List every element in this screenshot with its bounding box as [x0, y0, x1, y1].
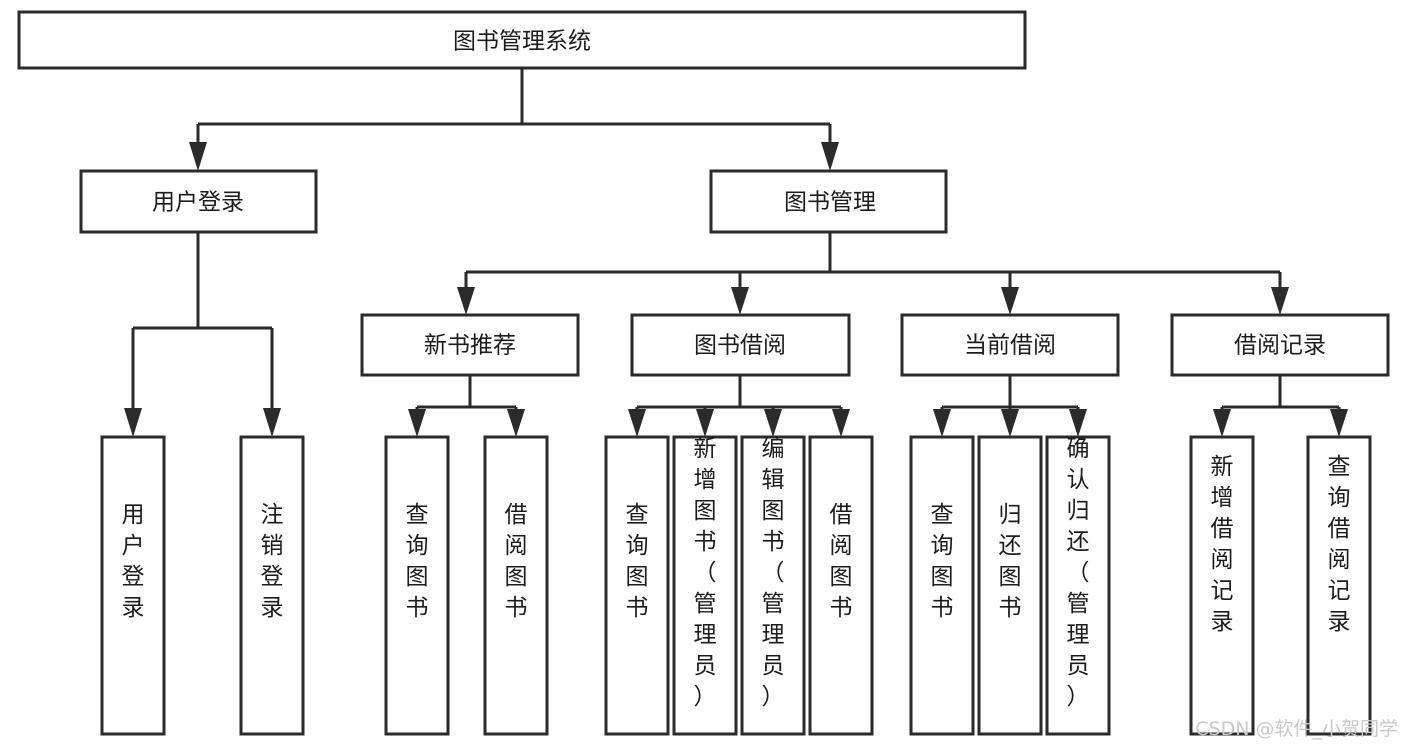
leaf-new-book-1-label: 借阅图书	[505, 502, 528, 621]
node-book-borrow[interactable]: 图书借阅	[630, 313, 851, 377]
connector-group-bookborrow	[628, 375, 850, 437]
leaf-borrow-record-1-label: 查询借阅记录	[1328, 454, 1351, 635]
leaf-current-borrow-0-label: 查询图书	[931, 502, 954, 621]
leaf-new-book-0-box[interactable]	[384, 435, 450, 736]
leaf-book-borrow-0-label: 查询图书	[626, 502, 649, 621]
node-book-borrow-box[interactable]	[630, 313, 851, 377]
node-current-borrow-label: 当前借阅	[964, 333, 1056, 359]
arrowhead-bookborrow	[731, 287, 749, 315]
arrowhead-currentborrow	[1001, 287, 1019, 315]
arrowhead-currentborrow-l1	[1001, 409, 1019, 437]
arrowhead-borrowrecord	[1271, 287, 1289, 315]
leaf-new-book-0[interactable]: 查询图书	[384, 435, 450, 736]
node-borrow-record-box[interactable]	[1170, 313, 1390, 377]
leaf-user-login-0[interactable]: 用户登录	[100, 435, 166, 736]
leaf-current-borrow-2-box[interactable]	[1045, 435, 1111, 736]
arrowhead-bookborrow-l1	[696, 409, 714, 437]
csdn-watermark: CSDN @软件_小贺同学	[1195, 718, 1398, 740]
leaf-user-login-0-label: 用户登录	[122, 502, 145, 621]
leaf-borrow-record-0-box[interactable]	[1189, 435, 1255, 736]
arrowhead-borrowrecord-l1	[1330, 409, 1348, 437]
arrowhead-userlogin-leaf1	[263, 408, 281, 437]
arrowhead-bookborrow-l0	[628, 409, 646, 437]
arrowhead-currentborrow-l2	[1069, 409, 1087, 437]
leaf-book-borrow-2-box[interactable]	[740, 435, 806, 736]
leaf-book-borrow-3-box[interactable]	[808, 435, 874, 736]
leaf-borrow-record-0-label: 新增借阅记录	[1211, 454, 1234, 635]
leaf-book-borrow-2-label: 编辑图书（管理员）	[762, 436, 785, 710]
connector-group-currentborrow	[933, 375, 1087, 437]
node-current-borrow[interactable]: 当前借阅	[900, 313, 1120, 377]
connector-group-borrowrecord	[1213, 375, 1348, 437]
leaf-borrow-record-1[interactable]: 查询借阅记录	[1306, 435, 1372, 736]
leaf-current-borrow-1-box[interactable]	[977, 435, 1043, 736]
leaf-book-borrow-3-label: 借阅图书	[830, 502, 853, 621]
arrowhead-bookborrow-l2	[764, 409, 782, 437]
node-book-management[interactable]: 图书管理	[709, 169, 948, 234]
node-borrow-record-label: 借阅记录	[1234, 333, 1326, 359]
leaf-book-borrow-1-label: 新增图书（管理员）	[694, 436, 717, 710]
arrowhead-userlogin	[189, 142, 207, 171]
leaf-current-borrow-2[interactable]: 确认归还（管理员）	[1045, 435, 1111, 736]
leaf-new-book-0-label: 查询图书	[406, 502, 429, 621]
node-book-management-box[interactable]	[709, 169, 948, 234]
leaf-book-borrow-1[interactable]: 新增图书（管理员）	[672, 435, 738, 736]
leaf-new-book-1-box[interactable]	[483, 435, 549, 736]
leaf-book-borrow-3[interactable]: 借阅图书	[808, 435, 874, 736]
node-user-login-label: 用户登录	[152, 190, 244, 216]
node-new-book-recommend-box[interactable]	[360, 313, 580, 377]
leaf-user-login-1[interactable]: 注销登录	[239, 435, 305, 736]
node-borrow-record[interactable]: 借阅记录	[1170, 313, 1390, 377]
leaf-current-borrow-1[interactable]: 归还图书	[977, 435, 1043, 736]
leaf-book-borrow-0[interactable]: 查询图书	[604, 435, 670, 736]
leaf-borrow-record-1-box[interactable]	[1306, 435, 1372, 736]
node-current-borrow-box[interactable]	[900, 313, 1120, 377]
leaf-current-borrow-2-label: 确认归还（管理员）	[1067, 436, 1090, 710]
leaf-user-login-1-label: 注销登录	[261, 502, 284, 621]
leaf-new-book-1[interactable]: 借阅图书	[483, 435, 549, 736]
leaf-current-borrow-1-label: 归还图书	[999, 502, 1022, 621]
arrowhead-newbook-l0	[408, 409, 426, 437]
node-user-login[interactable]: 用户登录	[79, 169, 318, 234]
connector-group-userlogin	[124, 232, 281, 437]
arrowhead-currentborrow-l0	[933, 409, 951, 437]
arrowhead-newbook-l1	[507, 409, 525, 437]
arrowhead-userlogin-leaf0	[124, 408, 142, 437]
connector-group-bookmgmt	[457, 232, 1289, 315]
leaf-current-borrow-0-box[interactable]	[909, 435, 975, 736]
connector-group-newbook	[408, 375, 525, 437]
arrowhead-bookmgmt	[821, 142, 839, 171]
leaf-user-login-1-box[interactable]	[239, 435, 305, 736]
leaf-current-borrow-0[interactable]: 查询图书	[909, 435, 975, 736]
arrowhead-newbook	[457, 287, 475, 315]
leaf-book-borrow-2[interactable]: 编辑图书（管理员）	[740, 435, 806, 736]
leaf-user-login-0-box[interactable]	[100, 435, 166, 736]
node-root[interactable]: 图书管理系统	[17, 10, 1027, 70]
arrowhead-bookborrow-l3	[832, 409, 850, 437]
leaf-borrow-record-0[interactable]: 新增借阅记录	[1189, 435, 1255, 736]
node-book-borrow-label: 图书借阅	[694, 333, 786, 359]
node-user-login-box[interactable]	[79, 169, 318, 234]
node-new-book-recommend-label: 新书推荐	[424, 333, 516, 359]
arrowhead-borrowrecord-l0	[1213, 409, 1231, 437]
leaf-book-borrow-1-box[interactable]	[672, 435, 738, 736]
node-book-management-label: 图书管理	[784, 190, 876, 216]
node-root-box[interactable]	[17, 10, 1027, 70]
connector-group-root	[189, 68, 839, 171]
leaf-book-borrow-0-box[interactable]	[604, 435, 670, 736]
node-new-book-recommend[interactable]: 新书推荐	[360, 313, 580, 377]
node-root-label: 图书管理系统	[453, 29, 591, 55]
